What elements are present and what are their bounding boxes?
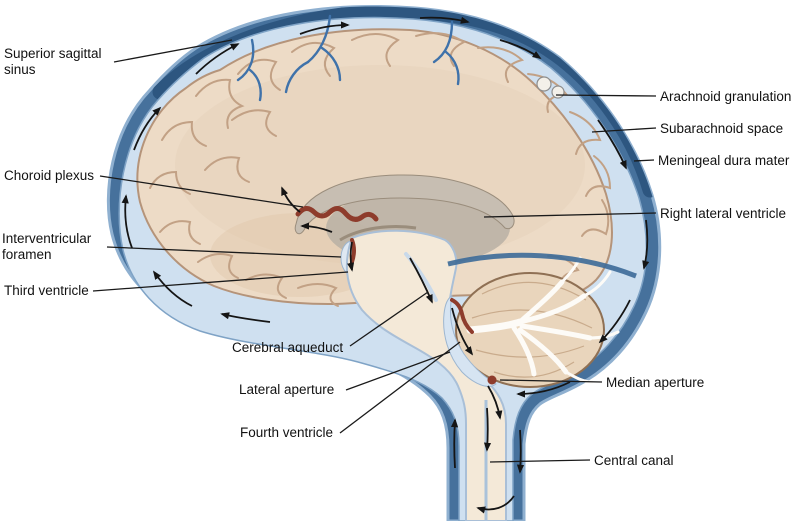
fourth-ventricle-region (443, 295, 497, 387)
label-right-lateral-ventricle: Right lateral ventricle (660, 206, 787, 221)
label-meningeal-dura-mater: Meningeal dura mater (658, 153, 790, 168)
fornix (339, 225, 417, 242)
label-choroid-plexus: Choroid plexus (4, 168, 95, 183)
label-subarachnoid-space: Subarachnoid space (660, 121, 784, 136)
label-central-canal: Central canal (594, 453, 674, 468)
label-arachnoid-granulation: Arachnoid granulation (660, 89, 792, 104)
label-fourth-ventricle: Fourth ventricle (240, 425, 334, 440)
label-third-ventricle: Third ventricle (4, 283, 89, 298)
label-lateral-aperture: Lateral aperture (239, 382, 335, 397)
label-median-aperture: Median aperture (606, 375, 705, 390)
choroid-plexus-red (295, 206, 497, 385)
label-interventricular-foramen: Interventricular foramen (2, 231, 92, 262)
leader-lines (92, 39, 657, 463)
cerebellum (455, 256, 620, 388)
arbor-vitae (466, 256, 620, 384)
tentorium-line (447, 252, 637, 279)
label-cerebral-aqueduct: Cerebral aqueduct (232, 340, 344, 355)
csf-flow-arrows (121, 16, 650, 514)
cerebral-aqueduct-channel (404, 252, 438, 302)
bridging-veins (236, 14, 460, 102)
brainstem-spinal-cord (345, 229, 507, 521)
label-superior-sagittal-sinus: Superior sagittal sinus (4, 46, 102, 77)
